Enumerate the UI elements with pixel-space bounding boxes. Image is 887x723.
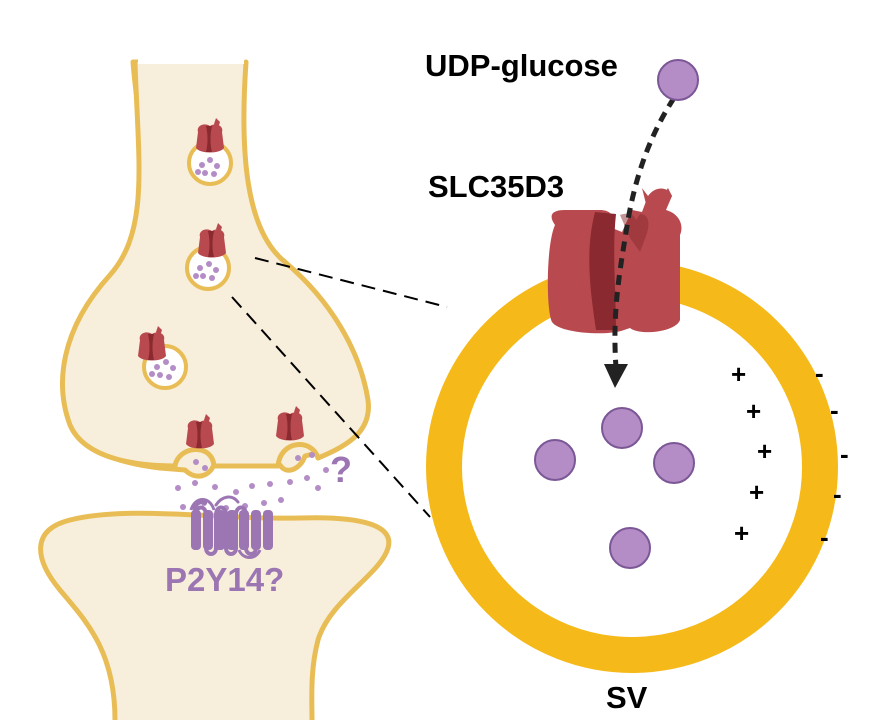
vesicle-molecules	[534, 407, 695, 569]
question-mark-label: ?	[330, 449, 352, 490]
released-udp-glucose	[175, 452, 329, 511]
zoom-lines	[231, 257, 448, 518]
minus-charge-3: -	[840, 439, 849, 469]
minus-charge-5: -	[820, 522, 829, 552]
udp-glucose-molecule-icon	[657, 59, 699, 101]
molecule-3	[653, 442, 695, 484]
arrowhead-icon	[604, 364, 628, 388]
minus-charge-1: -	[815, 358, 824, 388]
plus-charge-1: +	[731, 359, 746, 389]
molecule-4	[609, 527, 651, 569]
plus-charge-4: +	[749, 477, 764, 507]
synaptic-vesicle-icon	[426, 261, 838, 673]
vesicle-1	[187, 118, 233, 186]
p2y14-label: P2Y14?	[165, 561, 284, 598]
plus-charge-3: +	[757, 436, 772, 466]
vesicle-3	[138, 326, 188, 390]
plus-charge-2: +	[746, 396, 761, 426]
minus-charge-2: -	[830, 395, 839, 425]
slc35d3-transporter-icon	[547, 188, 682, 334]
molecule-2	[534, 439, 576, 481]
postsynaptic-neuron	[38, 510, 392, 721]
plus-charge-5: +	[734, 518, 749, 548]
presynaptic-vesicles	[138, 118, 304, 449]
sv-label: SV	[606, 680, 648, 715]
p2y14-receptor-body	[189, 498, 273, 559]
slc35d3-label: SLC35D3	[428, 169, 564, 204]
udp-glucose-label: UDP-glucose	[425, 48, 618, 83]
minus-charge-4: -	[833, 479, 842, 509]
molecule-1	[601, 407, 643, 449]
transport-arrow	[604, 96, 677, 388]
membrane-charges: + + + + + - - - - -	[731, 358, 849, 552]
vesicle-2	[185, 223, 231, 291]
